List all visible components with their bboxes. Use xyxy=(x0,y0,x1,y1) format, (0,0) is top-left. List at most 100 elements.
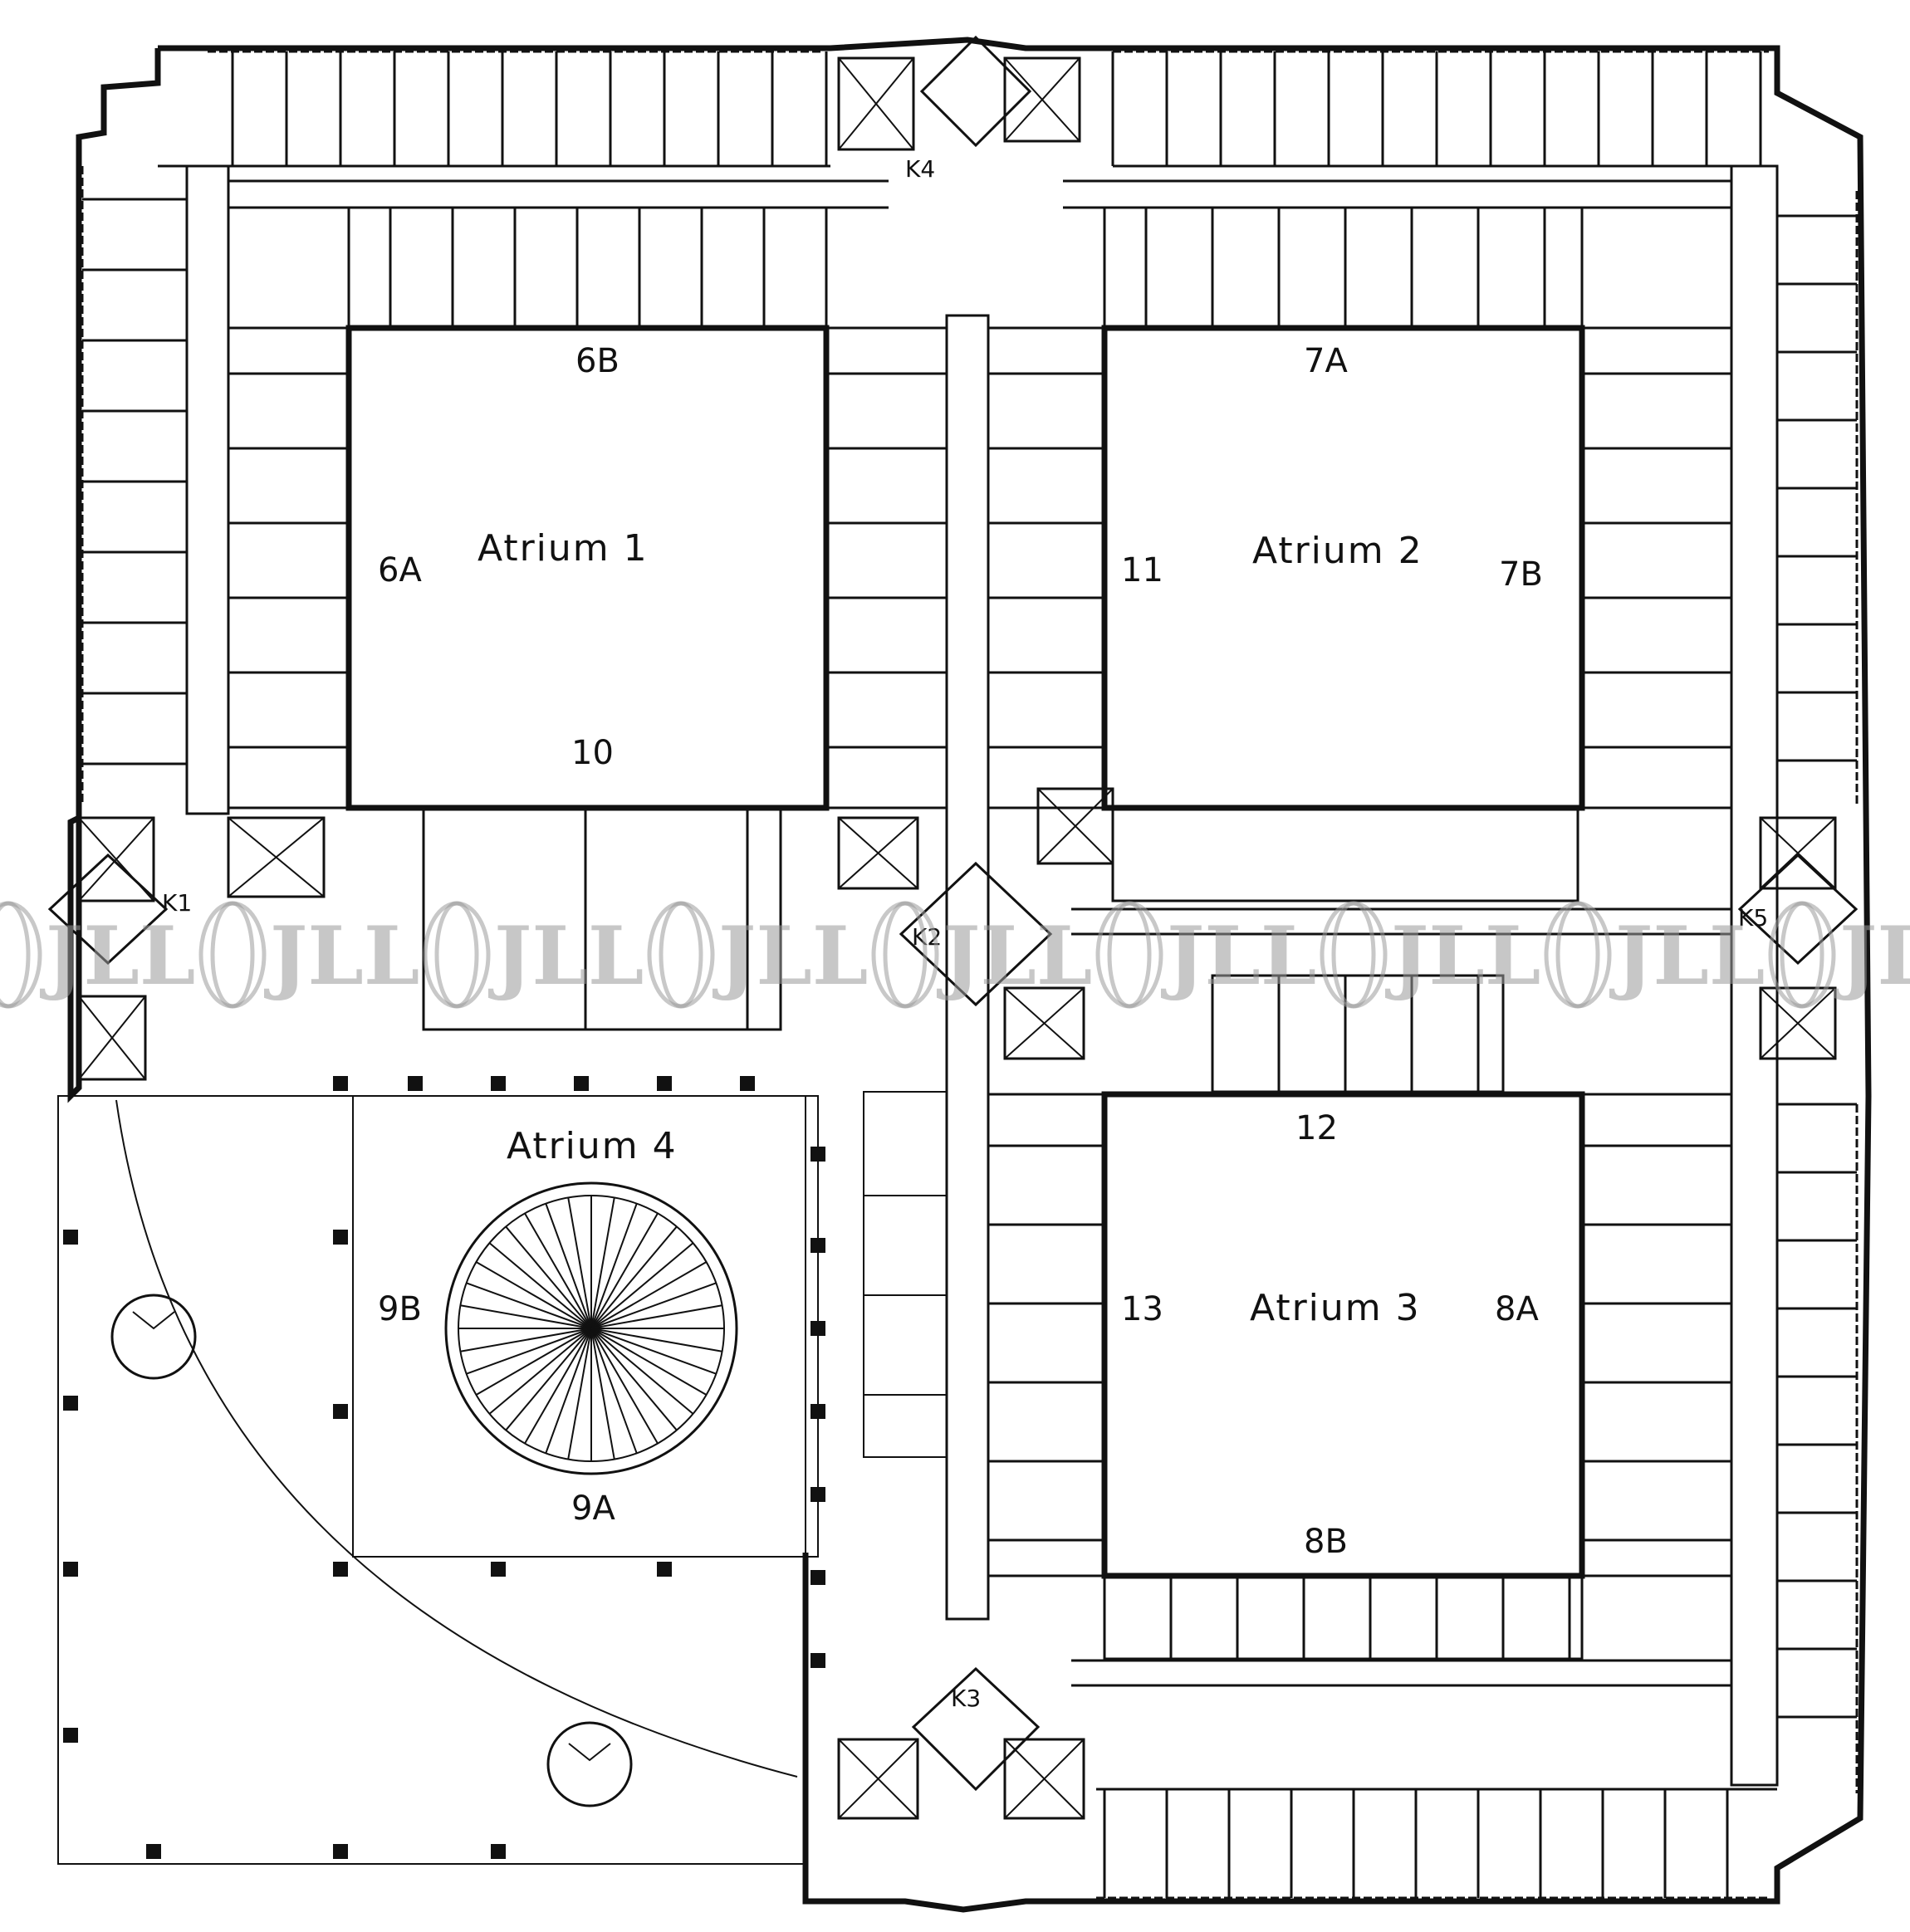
column xyxy=(63,1230,78,1245)
watermark-text: JLL xyxy=(1833,909,1910,1003)
stair-tread xyxy=(524,1212,592,1329)
lift-shaft xyxy=(77,816,155,902)
lift-shaft xyxy=(1003,986,1085,1060)
column xyxy=(333,1562,348,1577)
lift-shaft xyxy=(837,1738,919,1820)
watermark-logo xyxy=(1544,901,1612,1009)
column xyxy=(811,1147,825,1162)
column xyxy=(333,1230,348,1245)
lift-shaft xyxy=(77,995,147,1081)
section-label-12: 12 xyxy=(1295,1109,1338,1147)
watermark-logo xyxy=(883,901,928,1009)
core-label-k1: K1 xyxy=(162,889,192,917)
stair-tread xyxy=(590,1328,659,1445)
column xyxy=(811,1570,825,1585)
column xyxy=(657,1562,672,1577)
column xyxy=(811,1487,825,1502)
spiral-stair xyxy=(444,1181,738,1475)
stair-tread xyxy=(590,1328,615,1460)
lift-shaft xyxy=(1036,787,1114,865)
section-label-8a: 8A xyxy=(1495,1290,1539,1328)
stair-tread xyxy=(524,1328,592,1445)
watermark-logo xyxy=(0,901,42,1009)
column xyxy=(63,1396,78,1411)
stair-tread xyxy=(590,1282,717,1329)
stair-tread xyxy=(590,1212,659,1329)
watermark-text: JLL xyxy=(39,909,195,1003)
section-label-6a: 6A xyxy=(378,551,422,589)
lift-shaft xyxy=(1003,56,1081,143)
watermark-logo xyxy=(647,901,715,1009)
column xyxy=(811,1321,825,1336)
core-label-k3: K3 xyxy=(951,1685,981,1712)
lift-cross xyxy=(1004,57,1080,142)
watermark-logo xyxy=(1320,901,1388,1009)
column xyxy=(811,1238,825,1253)
watermark-text: JLL xyxy=(487,909,644,1003)
stair-tread xyxy=(505,1225,592,1329)
inner-offices xyxy=(227,206,1733,1661)
watermark-text: JLL xyxy=(1384,909,1540,1003)
stair-tread xyxy=(590,1304,722,1329)
lift-cross xyxy=(1037,788,1114,864)
stair-tread xyxy=(590,1225,678,1329)
lift-cross xyxy=(78,817,154,902)
stair-tread xyxy=(460,1304,592,1329)
section-label-8b: 8B xyxy=(1304,1523,1348,1561)
watermark: JLLJLLJLLJLLJLLJLLJLLJLLJLL xyxy=(0,901,1910,1009)
column xyxy=(146,1844,161,1859)
atrium-3-label: Atrium 3 xyxy=(1250,1287,1421,1329)
watermark-logo xyxy=(1331,901,1376,1009)
column xyxy=(63,1728,78,1743)
core-label-k4: K4 xyxy=(905,155,935,183)
lift-cross xyxy=(1760,817,1836,889)
stair-tread xyxy=(590,1203,638,1329)
watermark-text: JLL xyxy=(712,909,868,1003)
section-label-9b: 9B xyxy=(378,1290,422,1328)
watermark-logo xyxy=(210,901,255,1009)
stair-tread xyxy=(545,1203,592,1329)
section-label-13: 13 xyxy=(1121,1290,1163,1328)
watermark-logo xyxy=(1095,901,1163,1009)
stair-tread xyxy=(590,1261,708,1329)
watermark-logo xyxy=(198,901,267,1009)
atrium-2-label: Atrium 2 xyxy=(1252,530,1423,572)
watermark-text: JLL xyxy=(1609,909,1765,1003)
watermark-logo xyxy=(1768,901,1836,1009)
watermark-logo xyxy=(1780,901,1824,1009)
building-envelope xyxy=(57,37,1872,1913)
stair-tread xyxy=(590,1242,694,1329)
lift-cross xyxy=(1760,987,1836,1059)
column xyxy=(333,1844,348,1859)
stair-tread xyxy=(475,1328,592,1396)
column xyxy=(811,1653,825,1668)
section-label-11: 11 xyxy=(1121,551,1163,589)
watermark-logo xyxy=(659,901,703,1009)
stair-tread xyxy=(590,1328,694,1415)
stair-tread xyxy=(590,1197,615,1329)
section-label-6b: 6B xyxy=(575,342,620,380)
atrium-1-label: Atrium 1 xyxy=(478,527,649,570)
lift-shaft xyxy=(227,816,326,898)
lift-shaft xyxy=(1759,986,1837,1060)
lift-cross xyxy=(1004,1739,1085,1819)
labels: Atrium 1 Atrium 2 Atrium 3 Atrium 4 6A 6… xyxy=(162,155,1768,1712)
column xyxy=(333,1404,348,1419)
lift-shaft xyxy=(837,816,919,890)
lift-cross xyxy=(838,57,914,150)
column xyxy=(574,1076,589,1091)
stair-tread xyxy=(505,1328,592,1431)
lift-cross xyxy=(1004,987,1085,1059)
stair-tread xyxy=(567,1328,592,1460)
watermark-text: JLL xyxy=(1160,909,1316,1003)
watermark-logo xyxy=(423,901,491,1009)
stair-tread xyxy=(488,1242,592,1329)
stair-tread xyxy=(545,1328,592,1454)
watermark-logo xyxy=(434,901,479,1009)
lift-cross xyxy=(78,995,146,1080)
lift-shaft xyxy=(1003,1738,1085,1820)
watermark-text: JLL xyxy=(936,909,1092,1003)
stair-tread xyxy=(567,1197,592,1329)
cores xyxy=(47,35,1859,1820)
